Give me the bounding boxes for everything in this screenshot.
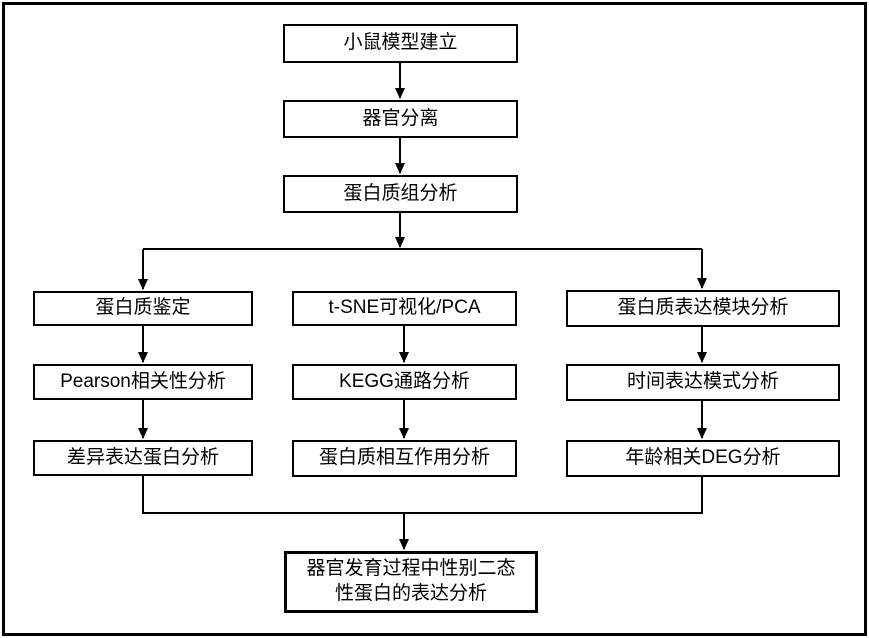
flow-node-age-related-deg: 年龄相关DEG分析 [566, 440, 840, 477]
flow-node-protein-interaction: 蛋白质相互作用分析 [292, 440, 517, 477]
flow-node-differential-expression: 差异表达蛋白分析 [33, 440, 253, 476]
flow-node-tsne-pca: t-SNE可视化/PCA [292, 291, 517, 326]
flow-node-proteome-analysis: 蛋白质组分析 [283, 175, 518, 213]
final-node-label: 器官发育过程中性别二态性蛋白的表达分析 [306, 558, 516, 604]
flow-node-protein-identification: 蛋白质鉴定 [33, 291, 253, 326]
flow-node-kegg-pathway: KEGG通路分析 [292, 364, 517, 400]
flow-node-expression-module: 蛋白质表达模块分析 [566, 290, 840, 327]
flow-node-temporal-pattern: 时间表达模式分析 [566, 364, 840, 401]
flow-node-mouse-model: 小鼠模型建立 [283, 24, 518, 63]
flow-node-sexual-dimorphism-final: 器官发育过程中性别二态性蛋白的表达分析 [284, 551, 538, 613]
flow-node-organ-separation: 器官分离 [283, 100, 518, 138]
flow-node-pearson-correlation: Pearson相关性分析 [33, 364, 253, 400]
